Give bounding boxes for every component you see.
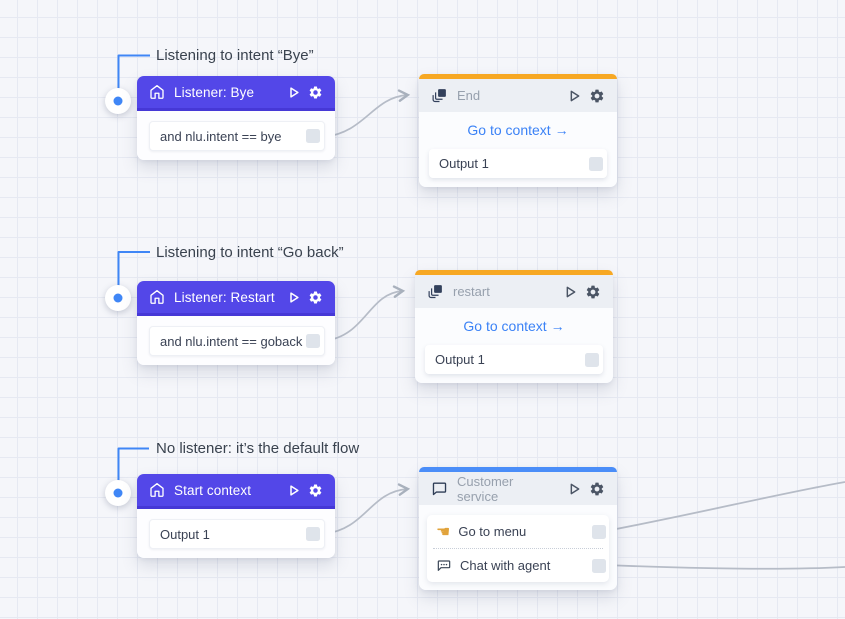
- output-port[interactable]: [592, 524, 606, 539]
- chat-bubble-icon: [431, 480, 448, 497]
- output-port[interactable]: [589, 156, 603, 171]
- gear-button[interactable]: [589, 481, 605, 497]
- condition-row: and nlu.intent == bye: [149, 121, 325, 151]
- output-label: Chat with agent: [460, 558, 551, 573]
- node-title: End: [457, 88, 481, 103]
- node-restart[interactable]: restart Go to context → Output 1: [415, 270, 613, 383]
- node-title: restart: [453, 284, 490, 299]
- annotation-connector-bye: [117, 54, 150, 100]
- output-label: Output 1: [160, 526, 210, 542]
- layers-icon: [427, 283, 444, 300]
- node-customer-service[interactable]: Customer service ☚ Go to menu Chat with …: [419, 467, 617, 590]
- output-port[interactable]: [592, 558, 606, 573]
- node-listener-restart[interactable]: Listener: Restart and nlu.intent == goba…: [137, 281, 335, 365]
- layers-icon: [431, 87, 448, 104]
- condition-label: and nlu.intent == goback: [160, 333, 303, 349]
- node-header[interactable]: Customer service: [419, 472, 617, 505]
- node-title: Listener: Restart: [174, 289, 275, 305]
- output-label: Go to menu: [458, 524, 527, 539]
- output-row-chat-with-agent: Chat with agent: [427, 549, 609, 582]
- condition-label: and nlu.intent == bye: [160, 128, 282, 144]
- chat-dots-icon: [436, 558, 452, 574]
- edge-restart-to-restart[interactable]: [323, 285, 406, 342]
- play-button[interactable]: [566, 88, 582, 104]
- node-accent-bar: [419, 467, 617, 472]
- play-button[interactable]: [562, 284, 578, 300]
- output-port[interactable]: [306, 129, 320, 143]
- node-body: and nlu.intent == goback: [137, 316, 335, 365]
- gear-button[interactable]: [308, 290, 323, 305]
- node-body: ☚ Go to menu Chat with agent: [419, 505, 617, 590]
- edge-start-to-customer-service[interactable]: [323, 483, 411, 535]
- node-header[interactable]: End: [419, 79, 617, 112]
- node-accent-bar: [419, 74, 617, 79]
- play-button[interactable]: [566, 481, 582, 497]
- edge-bye-to-end[interactable]: [323, 89, 411, 138]
- go-to-context-link[interactable]: Go to context →: [463, 318, 565, 334]
- port-dot: [113, 293, 123, 303]
- node-body: Output 1: [137, 509, 335, 558]
- node-end[interactable]: End Go to context → Output 1: [419, 74, 617, 187]
- go-to-context-link[interactable]: Go to context →: [467, 122, 569, 138]
- node-body: and nlu.intent == bye: [137, 111, 335, 160]
- output-label: Output 1: [435, 352, 485, 367]
- flow-entry-port-bye[interactable]: [105, 88, 131, 114]
- flow-entry-port-goback[interactable]: [105, 285, 131, 311]
- node-header[interactable]: Start context: [137, 474, 335, 509]
- output-row-go-to-menu: ☚ Go to menu: [427, 515, 609, 548]
- node-header[interactable]: Listener: Restart: [137, 281, 335, 316]
- pointing-hand-icon: ☚: [436, 521, 451, 541]
- play-button[interactable]: [286, 85, 301, 100]
- home-icon: [149, 84, 165, 100]
- node-title: Customer service: [457, 473, 514, 504]
- port-dot: [113, 488, 123, 498]
- node-body: Go to context → Output 1: [415, 308, 613, 383]
- edge-go-to-menu-out[interactable]: [605, 481, 845, 532]
- output-row: Output 1: [429, 149, 607, 178]
- output-port[interactable]: [306, 527, 320, 541]
- output-row: Output 1: [425, 345, 603, 374]
- node-header[interactable]: restart: [415, 275, 613, 308]
- node-header[interactable]: Listener: Bye: [137, 76, 335, 111]
- annotation-connector-goback: [117, 251, 150, 297]
- annotation-label-bye: Listening to intent “Bye”: [156, 47, 314, 64]
- edge-chat-with-agent-out[interactable]: [605, 564, 845, 570]
- gear-button[interactable]: [585, 284, 601, 300]
- home-icon: [149, 482, 165, 498]
- node-title: Listener: Bye: [174, 84, 255, 100]
- annotation-connector-default: [117, 447, 149, 492]
- output-row: Output 1: [149, 519, 325, 549]
- row-divider: [433, 548, 603, 549]
- annotation-label-default: No listener: it’s the default flow: [156, 440, 360, 457]
- port-dot: [113, 96, 123, 106]
- annotation-label-goback: Listening to intent “Go back”: [156, 244, 344, 261]
- outputs-card: ☚ Go to menu Chat with agent: [427, 515, 609, 582]
- node-start-context[interactable]: Start context Output 1: [137, 474, 335, 558]
- home-icon: [149, 289, 165, 305]
- node-listener-bye[interactable]: Listener: Bye and nlu.intent == bye: [137, 76, 335, 160]
- condition-row: and nlu.intent == goback: [149, 326, 325, 356]
- play-button[interactable]: [286, 483, 301, 498]
- node-body: Go to context → Output 1: [419, 112, 617, 187]
- node-accent-bar: [415, 270, 613, 275]
- play-button[interactable]: [286, 290, 301, 305]
- output-port[interactable]: [585, 352, 599, 367]
- gear-button[interactable]: [308, 85, 323, 100]
- gear-button[interactable]: [308, 483, 323, 498]
- gear-button[interactable]: [589, 88, 605, 104]
- node-title: Start context: [174, 482, 252, 498]
- output-label: Output 1: [439, 156, 489, 171]
- flow-entry-port-default[interactable]: [105, 480, 131, 506]
- output-port[interactable]: [306, 334, 320, 348]
